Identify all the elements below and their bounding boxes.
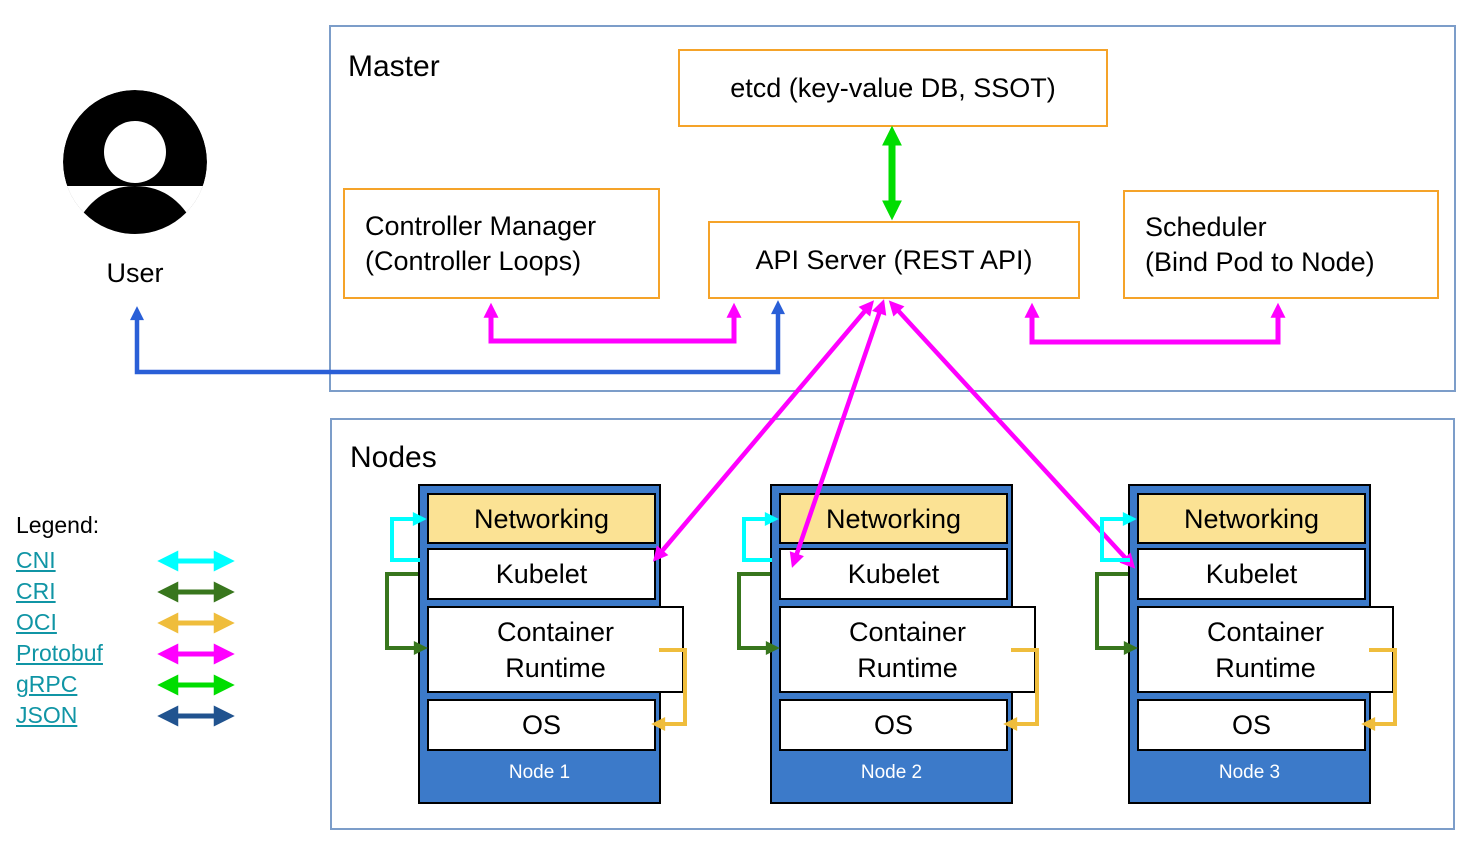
legend-arrow-grpc	[157, 674, 235, 695]
api-server-label: API Server (REST API)	[755, 244, 1033, 275]
controller-manager-label-line2: (Controller Loops)	[365, 245, 582, 276]
legend-row-oci: OCI	[16, 607, 252, 638]
legend-arrow-cri	[157, 581, 235, 602]
node-2-container-runtime-label: Container Runtime	[848, 616, 967, 683]
node-3-container-runtime-box: Container Runtime	[1137, 606, 1394, 693]
node-3-label: Node 3	[1218, 762, 1281, 783]
node-3-networking-box: Networking	[1137, 493, 1366, 544]
legend-arrow-protobuf	[157, 643, 235, 664]
legend-row-grpc: gRPC	[16, 669, 252, 700]
node-1-container-runtime-label: Container Runtime	[496, 616, 615, 683]
legend-row-cri: CRI	[16, 576, 252, 607]
node-2-os-label: OS	[873, 710, 913, 740]
node-3-os-label: OS	[1231, 710, 1271, 740]
node-2-networking-box: Networking	[779, 493, 1008, 544]
node-1-container-runtime-box: Container Runtime	[427, 606, 684, 693]
controller-manager-label-line1: Controller Manager	[365, 210, 597, 241]
node-1: Networking Kubelet Container Runtime OS …	[418, 484, 684, 804]
controller-manager-box: Controller Manager (Controller Loops)	[343, 188, 660, 299]
legend-link-grpc[interactable]: gRPC	[16, 671, 78, 697]
nodes-title: Nodes	[350, 441, 437, 474]
node-1-kubelet-box: Kubelet	[427, 548, 656, 600]
api-server-box: API Server (REST API)	[708, 221, 1080, 299]
legend-link-cni[interactable]: CNI	[16, 547, 56, 573]
user-icon	[63, 90, 207, 234]
node-3-kubelet-label: Kubelet	[1205, 559, 1298, 589]
user-label: User	[106, 258, 164, 288]
node-2-networking-label: Networking	[825, 503, 962, 534]
node-3: Networking Kubelet Container Runtime OS …	[1128, 484, 1394, 804]
node-2-kubelet-label: Kubelet	[847, 559, 940, 589]
legend-row-json: JSON	[16, 700, 252, 731]
etcd-box: etcd (key-value DB, SSOT)	[678, 49, 1108, 127]
node-2-label: Node 2	[860, 762, 923, 783]
node-1-kubelet-label: Kubelet	[495, 559, 588, 589]
node-1-os-label: OS	[521, 710, 561, 740]
scheduler-label-line2: (Bind Pod to Node)	[1145, 246, 1375, 277]
scheduler-box: Scheduler (Bind Pod to Node)	[1123, 190, 1439, 299]
node-2-os-box: OS	[779, 699, 1008, 751]
node-2: Networking Kubelet Container Runtime OS …	[770, 484, 1036, 804]
legend-arrow-json	[157, 705, 235, 726]
node-3-container-runtime-label: Container Runtime	[1206, 616, 1325, 683]
legend-row-protobuf: Protobuf	[16, 638, 252, 669]
node-1-networking-box: Networking	[427, 493, 656, 544]
legend-link-oci[interactable]: OCI	[16, 609, 57, 635]
node-2-container-runtime-box: Container Runtime	[779, 606, 1036, 693]
node-1-label: Node 1	[508, 762, 571, 783]
legend-row-cni: CNI	[16, 545, 252, 576]
legend-arrow-oci	[157, 612, 235, 633]
scheduler-label-line1: Scheduler	[1145, 211, 1267, 242]
etcd-label: etcd (key-value DB, SSOT)	[730, 72, 1056, 103]
master-title: Master	[348, 50, 440, 83]
legend-arrow-cni	[157, 550, 235, 571]
legend-title: Legend:	[16, 512, 100, 538]
legend: Legend: CNI CRI OCI Protobuf gRPC JSON	[16, 512, 252, 731]
legend-link-json[interactable]: JSON	[16, 702, 78, 728]
node-3-networking-label: Networking	[1183, 503, 1320, 534]
node-2-kubelet-box: Kubelet	[779, 548, 1008, 600]
legend-link-cri[interactable]: CRI	[16, 578, 56, 604]
node-1-os-box: OS	[427, 699, 656, 751]
node-1-networking-label: Networking	[473, 503, 610, 534]
legend-link-protobuf[interactable]: Protobuf	[16, 640, 103, 666]
node-3-kubelet-box: Kubelet	[1137, 548, 1366, 600]
node-3-os-box: OS	[1137, 699, 1366, 751]
